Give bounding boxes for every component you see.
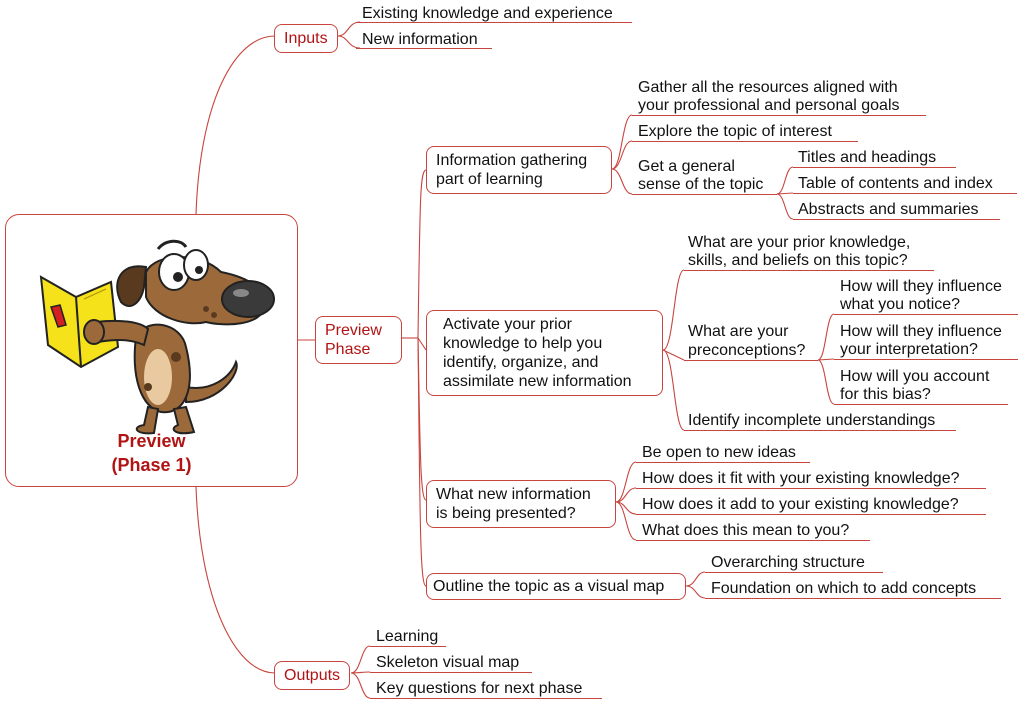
underline bbox=[684, 430, 956, 431]
underline bbox=[370, 646, 446, 647]
preview-phase-node[interactable]: Preview Phase bbox=[315, 316, 402, 364]
underline bbox=[636, 462, 810, 463]
underline bbox=[636, 540, 870, 541]
underline bbox=[636, 514, 986, 515]
influence-interpretation-line2[interactable]: your interpretation? bbox=[840, 341, 978, 358]
incomplete-understandings[interactable]: Identify incomplete understandings bbox=[688, 412, 936, 429]
underline bbox=[793, 167, 956, 168]
new-information-node[interactable]: What new information is being presented? bbox=[426, 480, 616, 528]
table-of-contents[interactable]: Table of contents and index bbox=[798, 175, 993, 192]
overarching-structure[interactable]: Overarching structure bbox=[711, 554, 865, 571]
influence-interpretation-line1[interactable]: How will they influence bbox=[840, 323, 1002, 340]
dog-reading-book-illustration bbox=[39, 239, 275, 435]
prior-knowledge-question-line2[interactable]: skills, and beliefs on this topic? bbox=[688, 252, 908, 269]
underline bbox=[705, 572, 883, 573]
inputs-node[interactable]: Inputs bbox=[274, 24, 338, 53]
new-information-line1: What new information bbox=[436, 486, 591, 503]
underline bbox=[632, 194, 777, 195]
underline bbox=[632, 141, 858, 142]
activate-prior-knowledge-node[interactable]: Activate your prior knowledge to help yo… bbox=[426, 310, 663, 396]
activate-line2: knowledge to help you bbox=[443, 335, 603, 352]
underline bbox=[834, 359, 1018, 360]
underline bbox=[834, 404, 1008, 405]
underline bbox=[636, 488, 986, 489]
outputs-item-learning[interactable]: Learning bbox=[376, 628, 439, 645]
underline bbox=[370, 698, 602, 699]
account-for-bias-line1[interactable]: How will you account bbox=[840, 368, 990, 385]
titles-and-headings[interactable]: Titles and headings bbox=[798, 149, 937, 166]
outputs-item-key-questions[interactable]: Key questions for next phase bbox=[376, 680, 583, 697]
influence-notice-line2[interactable]: what you notice? bbox=[840, 296, 961, 313]
activate-line4: assimilate new information bbox=[443, 373, 632, 390]
underline bbox=[705, 598, 1001, 599]
gather-resources-line1[interactable]: Gather all the resources aligned with bbox=[638, 79, 898, 96]
information-gathering-line2: part of learning bbox=[436, 171, 543, 188]
general-sense-line2[interactable]: sense of the topic bbox=[638, 176, 764, 193]
underline bbox=[793, 219, 1000, 220]
inputs-item-new-information[interactable]: New information bbox=[362, 31, 478, 48]
gather-resources-line2[interactable]: your professional and personal goals bbox=[638, 97, 900, 114]
outputs-node[interactable]: Outputs bbox=[274, 661, 351, 690]
underline bbox=[793, 193, 1017, 194]
underline bbox=[370, 672, 532, 673]
account-for-bias-line2[interactable]: for this bias? bbox=[840, 386, 931, 403]
central-title-line2: (Phase 1) bbox=[111, 455, 192, 475]
fit-with-existing-knowledge[interactable]: How does it fit with your existing knowl… bbox=[642, 470, 960, 487]
underline bbox=[834, 314, 1018, 315]
activate-line1: Activate your prior bbox=[443, 316, 572, 333]
explore-topic[interactable]: Explore the topic of interest bbox=[638, 123, 832, 140]
inputs-item-existing-knowledge[interactable]: Existing knowledge and experience bbox=[362, 5, 613, 22]
activate-line3: identify, organize, and bbox=[443, 354, 599, 371]
preview-phase-line1: Preview bbox=[325, 322, 382, 339]
influence-notice-line1[interactable]: How will they influence bbox=[840, 278, 1002, 295]
be-open-to-new-ideas[interactable]: Be open to new ideas bbox=[642, 444, 796, 461]
what-does-this-mean[interactable]: What does this mean to you? bbox=[642, 522, 850, 539]
underline bbox=[632, 115, 926, 116]
prior-knowledge-question-line1[interactable]: What are your prior knowledge, bbox=[688, 234, 911, 251]
underline bbox=[356, 48, 492, 49]
general-sense-line1[interactable]: Get a general bbox=[638, 158, 735, 175]
underline bbox=[684, 270, 934, 271]
preview-phase-line2: Phase bbox=[325, 341, 371, 358]
preconceptions-line1[interactable]: What are your bbox=[688, 323, 789, 340]
underline bbox=[684, 360, 818, 361]
central-topic-card[interactable]: Preview (Phase 1) bbox=[5, 214, 298, 487]
foundation-for-concepts[interactable]: Foundation on which to add concepts bbox=[711, 580, 977, 597]
abstracts-and-summaries[interactable]: Abstracts and summaries bbox=[798, 201, 979, 218]
central-title-line1: Preview bbox=[117, 431, 186, 451]
add-to-existing-knowledge[interactable]: How does it add to your existing knowled… bbox=[642, 496, 959, 513]
preconceptions-line2[interactable]: preconceptions? bbox=[688, 342, 806, 359]
information-gathering-node[interactable]: Information gathering part of learning bbox=[426, 146, 612, 194]
new-information-line2: is being presented? bbox=[436, 505, 576, 522]
outline-visual-map-node[interactable]: Outline the topic as a visual map bbox=[426, 573, 686, 600]
information-gathering-line1: Information gathering bbox=[436, 152, 588, 169]
outputs-item-skeleton-map[interactable]: Skeleton visual map bbox=[376, 654, 520, 671]
underline bbox=[356, 22, 632, 23]
